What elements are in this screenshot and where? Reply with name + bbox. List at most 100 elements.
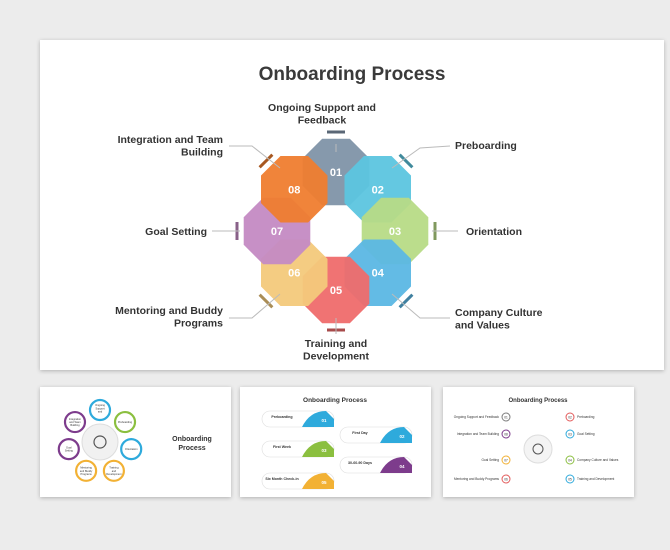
step-text: Goal	[66, 446, 72, 450]
num-circle	[501, 474, 511, 484]
step-number: 01	[330, 167, 342, 179]
connector-line	[229, 145, 281, 169]
step-circle	[120, 438, 143, 461]
thumb3-left-item-07: 07 Goal Setting	[481, 455, 511, 465]
connector-line	[391, 293, 450, 319]
step-text: Setting	[65, 449, 74, 453]
item-number: 05	[321, 480, 327, 485]
connector-line	[391, 145, 451, 169]
num: 07	[504, 458, 508, 462]
step-number: 04	[372, 268, 385, 280]
label: Preboarding	[577, 415, 595, 419]
num: 03	[568, 432, 572, 436]
thumb1-step: Orientation	[120, 438, 143, 461]
step-label-05: Training and	[305, 338, 367, 350]
thumb3-title: Onboarding Process	[508, 398, 568, 404]
thumb2-item-02: First Day 02	[339, 426, 413, 444]
item-number: 01	[321, 418, 327, 423]
thumb2-item-05: Six Month Check-in 05	[261, 472, 335, 490]
thumb1-step: Preboarding	[113, 410, 137, 434]
step-text: Support	[95, 406, 104, 410]
accent-wave	[302, 473, 334, 489]
label: Training and Development	[577, 477, 614, 481]
thumbnail-slide-3[interactable]: Onboarding Process 01 Ongoing Support and…	[443, 387, 634, 497]
step-label-01: Ongoing Support and	[268, 102, 376, 114]
connector-line	[229, 293, 281, 319]
item-number: 02	[399, 434, 405, 439]
step-text: Building	[70, 423, 80, 427]
step-circle	[113, 410, 137, 434]
accent-wave	[302, 441, 334, 457]
num: 08	[504, 432, 508, 436]
thumb3-right-item-05: 05 Training and Development	[565, 474, 614, 484]
step-number: 07	[271, 226, 283, 238]
thumb1-diagram: OngoingSupportandPreboardingOrientationT…	[57, 398, 212, 482]
num: 05	[568, 477, 572, 481]
label: Ongoing Support and Feedback	[454, 415, 500, 419]
step-number: 06	[288, 268, 300, 280]
label: Mentoring and Buddy Programs	[454, 477, 499, 481]
step-circle	[57, 438, 80, 461]
step-circle	[88, 398, 112, 422]
center-circle	[523, 434, 553, 464]
item-label: Six Month Check-in	[265, 477, 298, 481]
accent-bar	[258, 293, 274, 309]
label: Integration and Team Building	[457, 432, 499, 436]
thumb3-left-item-01: 01 Ongoing Support and Feedback	[454, 412, 511, 422]
step-label-05: Development	[303, 351, 369, 363]
item-label: First Day	[352, 431, 367, 435]
item-label: Preboarding	[271, 415, 292, 419]
num: 06	[504, 477, 508, 481]
step-text: Training	[109, 466, 119, 470]
item-number: 04	[399, 464, 405, 469]
thumb3-diagram: Onboarding Process 01 Ongoing Support and…	[454, 398, 619, 484]
item-number: 03	[321, 448, 327, 453]
item-label: First Week	[273, 445, 291, 449]
thumb3-left-item-08: 08 Integration and Team Building	[457, 429, 511, 439]
step-label-03: Orientation	[466, 226, 522, 238]
step-circle	[75, 459, 98, 482]
step-text: and	[112, 469, 117, 473]
num: 01	[504, 415, 508, 419]
step-circle	[102, 459, 125, 482]
step-octagon-08: 08	[261, 156, 328, 223]
thumb2-title: Onboarding Process	[303, 397, 367, 404]
step-text: and Buddy	[80, 469, 93, 473]
step-label-01: Feedback	[298, 115, 347, 127]
step-text: Preboarding	[118, 420, 133, 424]
thumb2-item-03: First Week 03	[261, 440, 335, 458]
thumb3-left-item-06: 06 Mentoring and Buddy Programs	[454, 474, 511, 484]
accent-wave	[380, 427, 412, 443]
accent-bar	[398, 153, 414, 169]
octagon-shape	[261, 156, 328, 223]
step-text: Mentoring	[80, 466, 92, 470]
step-label-08: Integration and Team	[118, 134, 223, 146]
center-circle	[81, 423, 119, 461]
step-text: and Team	[69, 420, 80, 424]
num: 02	[568, 415, 572, 419]
step-circle	[63, 410, 87, 434]
accent-bar	[398, 293, 414, 309]
step-text: and	[98, 410, 103, 414]
label: Goal Setting	[481, 458, 499, 462]
num-circle	[501, 455, 511, 465]
step-number: 02	[372, 184, 384, 196]
num-circle	[565, 412, 575, 422]
thumb1-title-line2: Process	[178, 445, 205, 452]
label: Goal Setting	[577, 432, 595, 436]
num-circle	[501, 412, 511, 422]
thumb3-right-item-02: 02 Preboarding	[565, 412, 595, 422]
num: 04	[568, 458, 572, 462]
